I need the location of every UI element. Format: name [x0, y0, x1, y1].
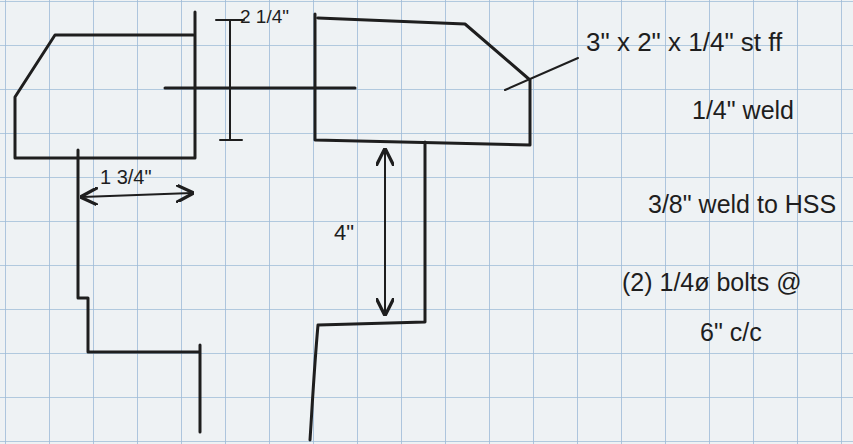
bolt-note: (2) 1/4ø bolts @	[622, 268, 802, 297]
bolt-note: 6" c/c	[700, 318, 762, 347]
bolt-line	[165, 87, 355, 90]
dimension: 1 3/4"	[100, 166, 152, 189]
member-note: 3" x 2" x 1/4" st ff	[586, 28, 782, 58]
dimension-line	[82, 193, 192, 197]
right-hss	[310, 142, 425, 440]
weld-note: 3/8" weld to HSS	[648, 190, 836, 219]
leader-line	[505, 58, 578, 90]
dimension-line	[216, 20, 244, 140]
dimension: 2 1/4"	[240, 6, 289, 28]
weld-note: 1/4" weld	[692, 96, 794, 125]
dimension: 4"	[334, 220, 354, 245]
dimension-line	[384, 150, 386, 314]
right-angle	[315, 14, 530, 145]
left-hss	[78, 150, 200, 432]
left-angle	[15, 12, 195, 158]
